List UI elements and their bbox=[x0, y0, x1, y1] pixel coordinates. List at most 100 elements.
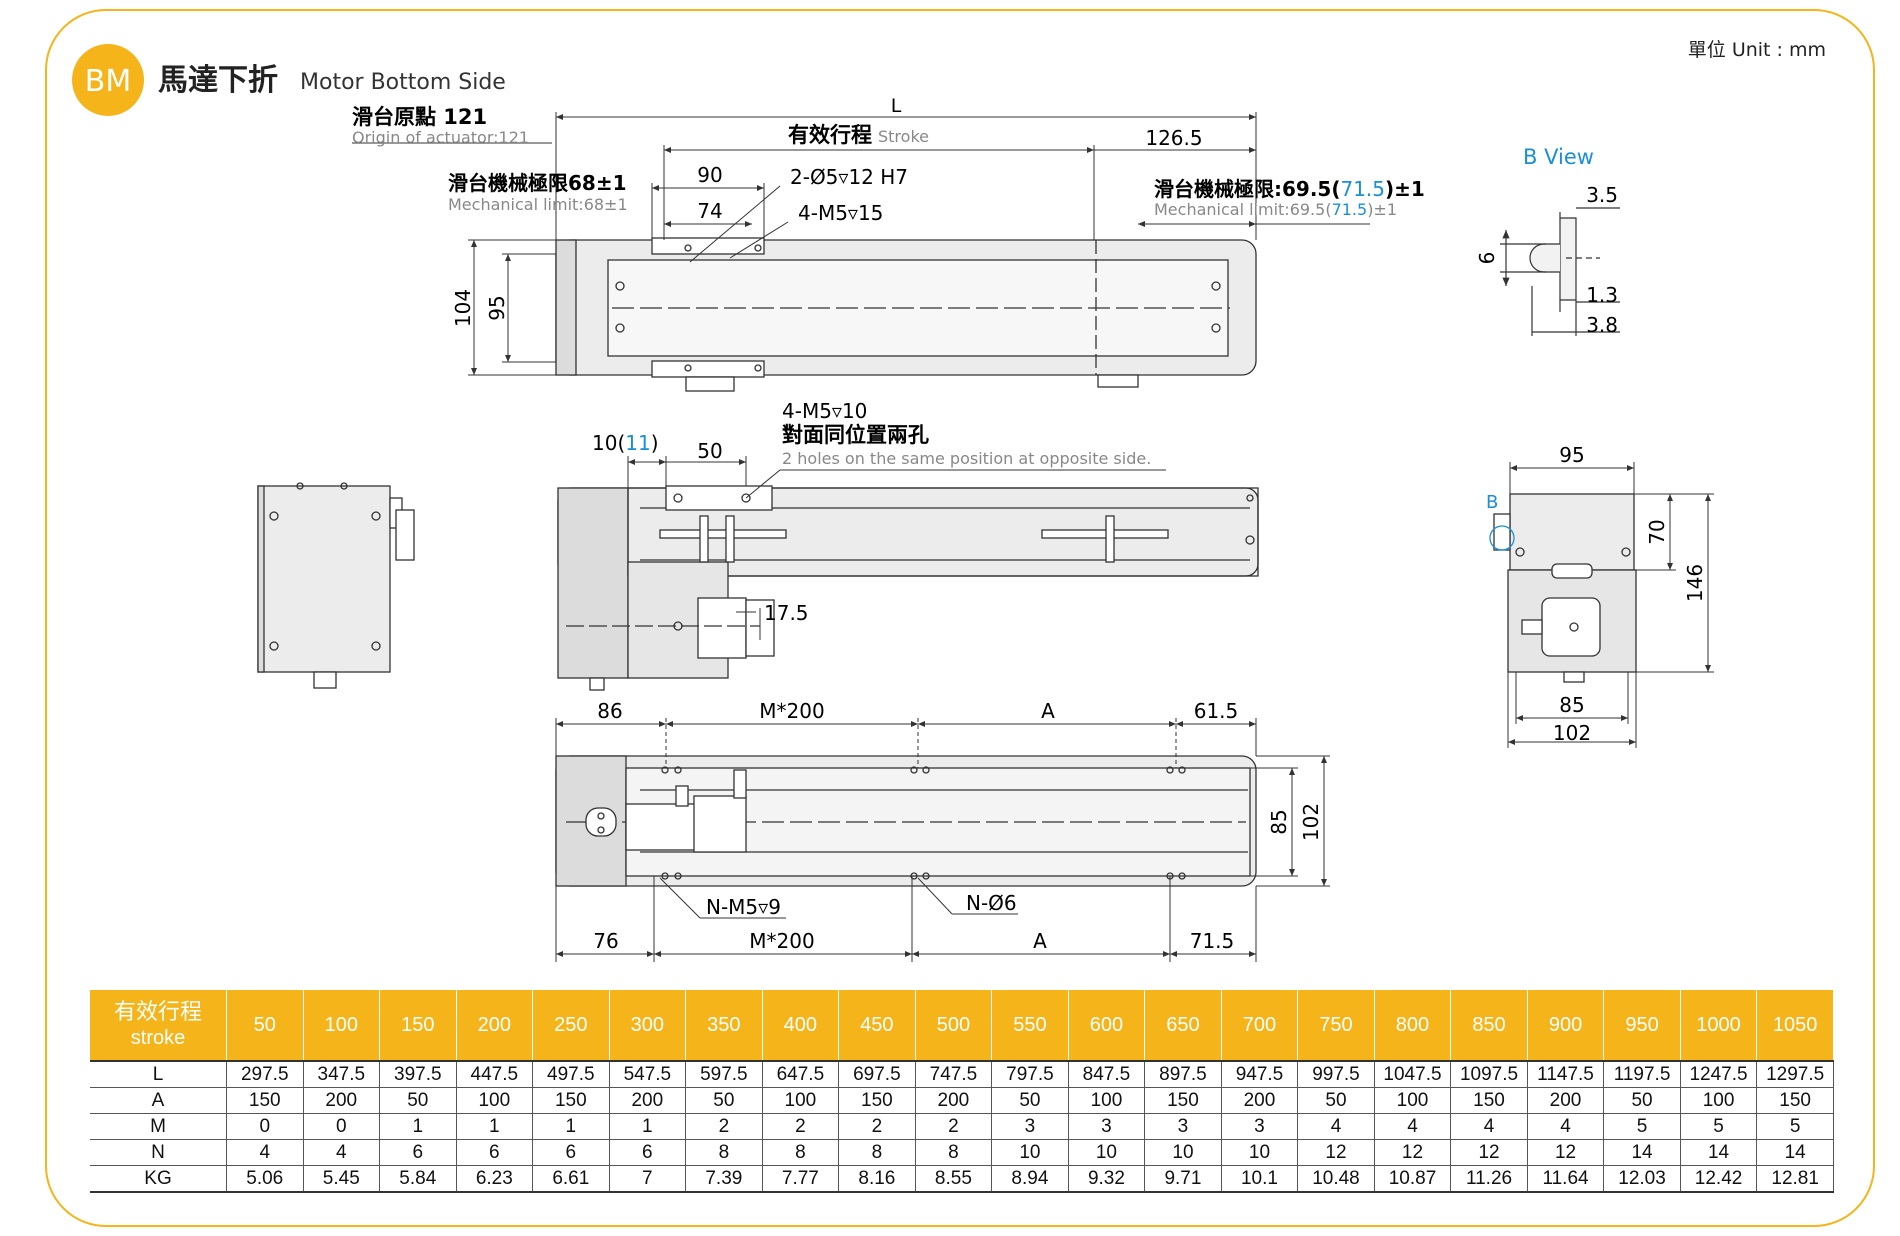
table-cell: 997.5 bbox=[1297, 1060, 1375, 1088]
table-cell: 797.5 bbox=[991, 1060, 1069, 1088]
table-cell: 1247.5 bbox=[1680, 1060, 1758, 1088]
bot-dim-m200-top: M*200 bbox=[759, 699, 824, 723]
table-cell: 647.5 bbox=[762, 1060, 840, 1088]
table-cell: 2 bbox=[762, 1113, 840, 1140]
bot-dim-61-5: 61.5 bbox=[1194, 699, 1239, 723]
table-cell: 11.26 bbox=[1450, 1165, 1528, 1193]
dim-50-side: 50 bbox=[697, 439, 722, 463]
table-cell: 1047.5 bbox=[1374, 1060, 1452, 1088]
table-cell: 8 bbox=[762, 1139, 840, 1166]
stroke-header-cell: 650 bbox=[1144, 990, 1222, 1061]
stroke-header-cell: 450 bbox=[838, 990, 916, 1061]
stroke-header-cell: 1050 bbox=[1756, 990, 1834, 1061]
bottom-view-dimensions bbox=[555, 718, 1330, 962]
stroke-header-cell: 250 bbox=[532, 990, 610, 1061]
table-cell: 150 bbox=[838, 1087, 916, 1114]
origin-en: Origin of actuator:121 bbox=[352, 128, 529, 147]
table-cell: 1 bbox=[532, 1113, 610, 1140]
table-cell: 50 bbox=[379, 1087, 457, 1114]
table-cell: 10.1 bbox=[1221, 1165, 1299, 1193]
table-cell: 12 bbox=[1374, 1139, 1452, 1166]
table-cell: 597.5 bbox=[685, 1060, 763, 1088]
end-dim-146: 146 bbox=[1683, 564, 1707, 602]
dim-126-5: 126.5 bbox=[1145, 126, 1202, 150]
table-cell: 5 bbox=[1756, 1113, 1834, 1140]
table-cell: 447.5 bbox=[456, 1060, 534, 1088]
hole-m5-10: 4-M5▿10 bbox=[782, 399, 867, 423]
table-cell: 297.5 bbox=[226, 1060, 304, 1088]
table-cell: 150 bbox=[532, 1087, 610, 1114]
spec-table-head-label: 有效行程 stroke bbox=[90, 990, 227, 1061]
table-cell: 4 bbox=[1374, 1113, 1452, 1140]
bot-dim-a-bottom: A bbox=[1033, 929, 1047, 953]
stroke-header-cell: 150 bbox=[379, 990, 457, 1061]
title-en: Motor Bottom Side bbox=[300, 70, 506, 95]
table-cell: 12.81 bbox=[1756, 1165, 1834, 1193]
table-cell: 10 bbox=[1068, 1139, 1146, 1166]
hole-nm5: N-M5▿9 bbox=[706, 895, 781, 919]
stroke-en: Stroke bbox=[878, 127, 929, 146]
table-cell: 200 bbox=[303, 1087, 381, 1114]
table-cell: 9.32 bbox=[1068, 1165, 1146, 1193]
table-cell: 7.39 bbox=[685, 1165, 763, 1193]
side-note-cn: 對面同位置兩孔 bbox=[782, 423, 929, 447]
bot-dim-86: 86 bbox=[597, 699, 622, 723]
table-cell: 1297.5 bbox=[1756, 1060, 1834, 1088]
stroke-header-cell: 700 bbox=[1221, 990, 1299, 1061]
table-cell: 4 bbox=[226, 1139, 304, 1166]
table-cell: 3 bbox=[1144, 1113, 1222, 1140]
table-cell: 6 bbox=[456, 1139, 534, 1166]
table-cell: 12.42 bbox=[1680, 1165, 1758, 1193]
top-view bbox=[555, 237, 1257, 392]
table-cell: 10.48 bbox=[1297, 1165, 1375, 1193]
table-cell: 10 bbox=[1144, 1139, 1222, 1166]
end-dim-70: 70 bbox=[1645, 519, 1669, 544]
table-cell: 8.16 bbox=[838, 1165, 916, 1193]
bot-dim-m200-bottom: M*200 bbox=[749, 929, 814, 953]
stroke-header-cell: 400 bbox=[762, 990, 840, 1061]
table-cell: 50 bbox=[991, 1087, 1069, 1114]
table-cell: 3 bbox=[1221, 1113, 1299, 1140]
bot-dim-a-top: A bbox=[1041, 699, 1055, 723]
end-label-b: B bbox=[1486, 492, 1498, 513]
table-cell: 12 bbox=[1527, 1139, 1605, 1166]
stroke-header-cell: 300 bbox=[609, 990, 687, 1061]
stroke-header-cell: 900 bbox=[1527, 990, 1605, 1061]
table-cell: 6 bbox=[532, 1139, 610, 1166]
bot-dim-71-5: 71.5 bbox=[1190, 929, 1235, 953]
table-cell: 947.5 bbox=[1221, 1060, 1299, 1088]
table-cell: 5.45 bbox=[303, 1165, 381, 1193]
dim-90: 90 bbox=[697, 163, 722, 187]
table-cell: 8 bbox=[915, 1139, 993, 1166]
stroke-cn: 有效行程 bbox=[788, 123, 872, 147]
table-cell: 50 bbox=[1603, 1087, 1681, 1114]
mech-limit-left-cn: 滑台機械極限68±1 bbox=[448, 171, 627, 195]
b-view-title: B View bbox=[1523, 145, 1594, 169]
table-cell: 5 bbox=[1603, 1113, 1681, 1140]
table-cell: 150 bbox=[226, 1087, 304, 1114]
table-cell: 847.5 bbox=[1068, 1060, 1146, 1088]
bottom-view bbox=[555, 755, 1257, 887]
table-cell: 50 bbox=[1297, 1087, 1375, 1114]
table-cell: 12.03 bbox=[1603, 1165, 1681, 1193]
table-cell: 3 bbox=[1068, 1113, 1146, 1140]
table-cell: 1147.5 bbox=[1527, 1060, 1605, 1088]
hole-pin: 2-Ø5▿12 H7 bbox=[790, 165, 908, 189]
mech-limit-left-en: Mechanical limit:68±1 bbox=[448, 195, 628, 214]
stroke-header-cell: 100 bbox=[303, 990, 381, 1061]
table-cell: 100 bbox=[1374, 1087, 1452, 1114]
b-dim-3-5: 3.5 bbox=[1586, 183, 1618, 207]
side-view-dimensions bbox=[627, 456, 1166, 640]
table-cell: 347.5 bbox=[303, 1060, 381, 1088]
table-cell: 1197.5 bbox=[1603, 1060, 1681, 1088]
dim-L: L bbox=[891, 95, 902, 117]
table-cell: 2 bbox=[685, 1113, 763, 1140]
table-cell: 14 bbox=[1756, 1139, 1834, 1166]
stroke-header-cell: 200 bbox=[456, 990, 534, 1061]
table-cell: 747.5 bbox=[915, 1060, 993, 1088]
table-cell: 100 bbox=[1068, 1087, 1146, 1114]
table-cell: 4 bbox=[1527, 1113, 1605, 1140]
